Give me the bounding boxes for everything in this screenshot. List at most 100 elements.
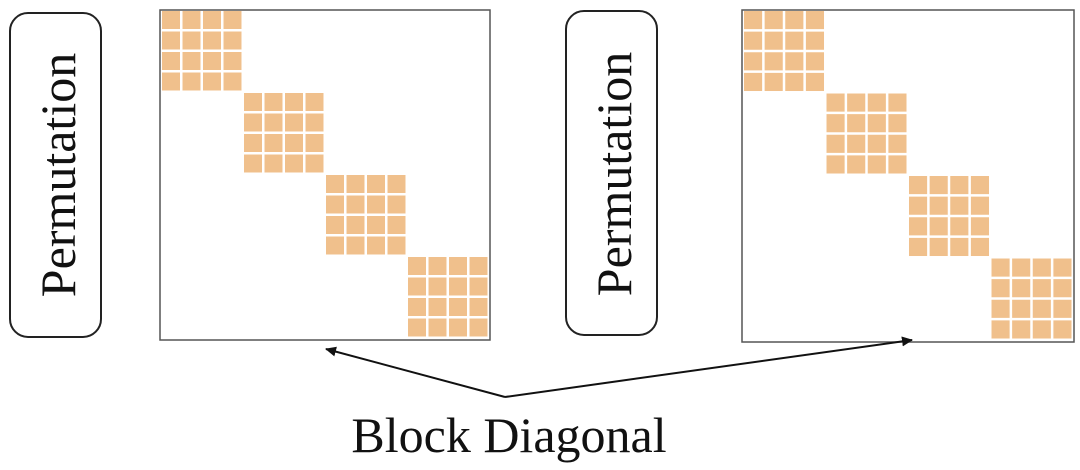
block-cell [950,176,969,195]
block-cell [888,155,907,174]
block-cell [428,257,447,275]
block-cell [929,237,948,257]
block-cell [867,114,886,133]
block-cell [285,93,303,111]
block-cell [888,114,907,133]
block-cell [805,11,825,30]
block-cell [162,31,180,50]
block-cell [305,154,324,173]
block-cell [367,216,385,234]
block-cell [367,236,385,255]
block-cell [223,11,242,29]
block-cell [305,134,324,152]
block-cell [449,277,467,296]
block-cell [785,11,804,30]
block-cell [469,298,488,316]
block-cell [428,298,447,316]
block-cell [991,320,1010,339]
block-cell [764,72,783,92]
block-cell [203,31,221,50]
block-cell [826,93,845,112]
block-cell [264,154,283,173]
block-cell [1032,320,1051,339]
block-cell [408,298,426,316]
block-cell [826,114,845,133]
block-cell [469,277,488,296]
block-cell [408,257,426,275]
block-cell [428,277,447,296]
block-cell [244,113,262,132]
block-cell [909,176,928,195]
block-cell [1053,258,1072,277]
block-cell [449,257,467,275]
block-cell [387,216,406,234]
block-cell [326,216,344,234]
permutation-box-left: Permutation [9,12,102,338]
block-cell [449,298,467,316]
block-cell [264,93,283,111]
block-cell [929,196,948,215]
block-cell [449,318,467,337]
block-cell [970,176,990,195]
block-cell [1012,299,1031,318]
block-cell [326,195,344,214]
block-cell [264,113,283,132]
block-cell [469,318,488,337]
block-cell [346,236,365,255]
block-cell [888,93,907,112]
block-cell [203,72,221,91]
block-cell [387,195,406,214]
block-cell [744,52,763,71]
block-cell [950,217,969,236]
block-cell [805,72,825,92]
block-cell [326,175,344,193]
block-cell [1053,279,1072,298]
block-cell [929,176,948,195]
block-cell [223,72,242,91]
block-cell [909,237,928,257]
block-cell [847,134,866,153]
matrix-right-blocks [744,11,1072,339]
block-cell [285,154,303,173]
block-cell [764,31,783,50]
block-cell [991,299,1010,318]
matrix-left-blocks [162,11,488,337]
block-cell [805,31,825,50]
block-cell [367,195,385,214]
block-cell [888,134,907,153]
block-cell [847,93,866,112]
block-diagonal-caption: Block Diagonal [351,407,666,463]
block-cell [1012,279,1031,298]
block-cell [867,93,886,112]
block-cell [305,113,324,132]
block-cell [1012,320,1031,339]
arrow-to-right-matrix [504,336,913,398]
matrix-left [159,9,491,341]
block-cell [346,195,365,214]
block-cell [244,154,262,173]
block-cell [991,258,1010,277]
block-cell [867,134,886,153]
block-cell [805,52,825,71]
block-cell [162,72,180,91]
arrow-to-left-matrix [325,346,506,398]
block-cell [744,11,763,30]
permutation-box-right: Permutation [565,10,658,336]
block-cell [305,93,324,111]
block-cell [847,114,866,133]
block-cell [991,279,1010,298]
block-cell [162,52,180,70]
block-cell [785,31,804,50]
block-cell [203,52,221,70]
block-cell [744,31,763,50]
block-cell [182,31,201,50]
block-cell [162,11,180,29]
block-cell [285,113,303,132]
block-cell [847,155,866,174]
block-cell [785,52,804,71]
block-cell [387,175,406,193]
block-cell [346,216,365,234]
block-cell [469,257,488,275]
block-cell [826,134,845,153]
block-cell [387,236,406,255]
